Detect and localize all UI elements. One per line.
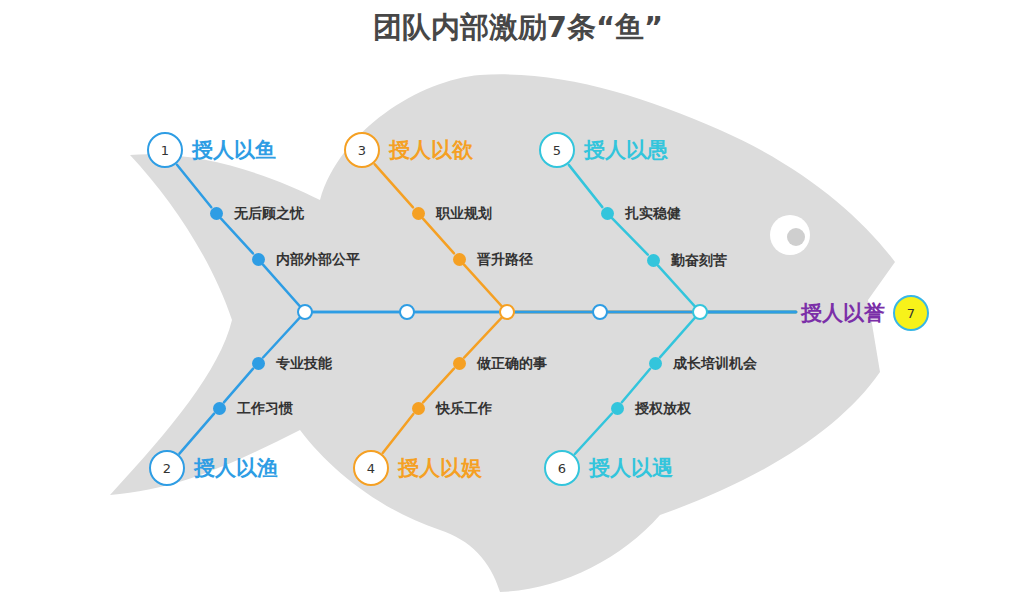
- callout-number: 4: [353, 450, 389, 486]
- category-node: 2 授人以渔: [149, 450, 278, 486]
- callout-number: 7: [893, 295, 929, 331]
- fishbone-line: [423, 369, 454, 403]
- fishbone-line: [464, 265, 796, 312]
- diagram-title: 团队内部激励7条“鱼”: [0, 8, 1036, 48]
- factor-node: 职业规划: [412, 203, 492, 223]
- factor-dot: [412, 402, 425, 415]
- junction-point: [298, 305, 312, 319]
- factor-dot: [453, 253, 466, 266]
- factor-node: 授权放权: [611, 398, 691, 418]
- fishbone-line: [612, 218, 648, 254]
- fishbone-line: [179, 414, 214, 454]
- factor-label: 成长培训机会: [673, 353, 757, 373]
- callout-number: 2: [149, 450, 185, 486]
- factor-node: 成长培训机会: [649, 353, 757, 373]
- factor-node: 专业技能: [252, 353, 332, 373]
- category-heading: 授人以娱: [398, 454, 482, 482]
- factor-dot: [649, 357, 662, 370]
- category-heading: 授人以愚: [584, 136, 668, 164]
- category-heading: 授人以渔: [194, 454, 278, 482]
- factor-dot: [252, 253, 265, 266]
- factor-label: 职业规划: [436, 203, 492, 223]
- category-node: 3 授人以欲: [344, 132, 473, 168]
- fish-eye: [770, 215, 810, 255]
- fishbone-line: [221, 219, 253, 254]
- callout-number: 5: [539, 132, 575, 168]
- factor-dot: [453, 357, 466, 370]
- junction-point: [693, 305, 707, 319]
- fishbone-line: [622, 369, 650, 403]
- junction-point: [500, 305, 514, 319]
- factor-dot: [611, 402, 624, 415]
- category-heading: 授人以遇: [589, 454, 673, 482]
- factor-dot: [647, 254, 660, 267]
- category-heading: 授人以誉: [801, 299, 885, 327]
- fishbone-line: [375, 164, 413, 207]
- fishbone-line: [263, 265, 796, 312]
- category-node: 6 授人以遇: [544, 450, 673, 486]
- factor-dot: [213, 402, 226, 415]
- fishbone-line: [575, 414, 612, 454]
- category-node: 4 授人以娱: [353, 450, 482, 486]
- category-node: 5 授人以愚: [539, 132, 668, 168]
- factor-node: 勤奋刻苦: [647, 250, 727, 270]
- category-heading: 授人以鱼: [192, 136, 276, 164]
- factor-node: 无后顾之忧: [210, 203, 304, 223]
- callout-number: 1: [147, 132, 183, 168]
- factor-label: 晋升路径: [477, 249, 533, 269]
- junction-point: [400, 305, 414, 319]
- factor-node: 做正确的事: [453, 353, 547, 373]
- factor-dot: [210, 207, 223, 220]
- factor-label: 工作习惯: [237, 398, 293, 418]
- fishbone-line: [423, 219, 454, 254]
- fishbone-line: [660, 312, 796, 357]
- category-heading: 授人以欲: [389, 136, 473, 164]
- fishbone-line: [224, 369, 253, 403]
- factor-label: 无后顾之忧: [234, 203, 304, 223]
- factor-label: 勤奋刻苦: [671, 250, 727, 270]
- fish-body: [110, 74, 895, 592]
- fish-pupil: [787, 228, 805, 246]
- factor-node: 工作习惯: [213, 398, 293, 418]
- factor-node: 晋升路径: [453, 249, 533, 269]
- fishbone-line: [177, 165, 211, 207]
- factor-node: 内部外部公平: [252, 249, 360, 269]
- junction-point: [593, 305, 607, 319]
- factor-label: 内部外部公平: [276, 249, 360, 269]
- factor-label: 专业技能: [276, 353, 332, 373]
- callout-number: 3: [344, 132, 380, 168]
- category-node: 授人以誉 7: [801, 295, 929, 331]
- factor-dot: [601, 207, 614, 220]
- fishbone-line: [464, 312, 796, 358]
- factor-label: 授权放权: [635, 398, 691, 418]
- callout-number: 6: [544, 450, 580, 486]
- fishbone-line: [658, 266, 796, 312]
- factor-dot: [252, 357, 265, 370]
- factor-label: 扎实稳健: [625, 203, 681, 223]
- factor-dot: [412, 207, 425, 220]
- factor-node: 快乐工作: [412, 398, 492, 418]
- factor-label: 快乐工作: [436, 398, 492, 418]
- factor-label: 做正确的事: [477, 353, 547, 373]
- fishbone-line: [263, 312, 796, 357]
- factor-node: 扎实稳健: [601, 203, 681, 223]
- fishbone-line: [569, 165, 603, 207]
- category-node: 1 授人以鱼: [147, 132, 276, 168]
- fishbone-line: [383, 414, 414, 453]
